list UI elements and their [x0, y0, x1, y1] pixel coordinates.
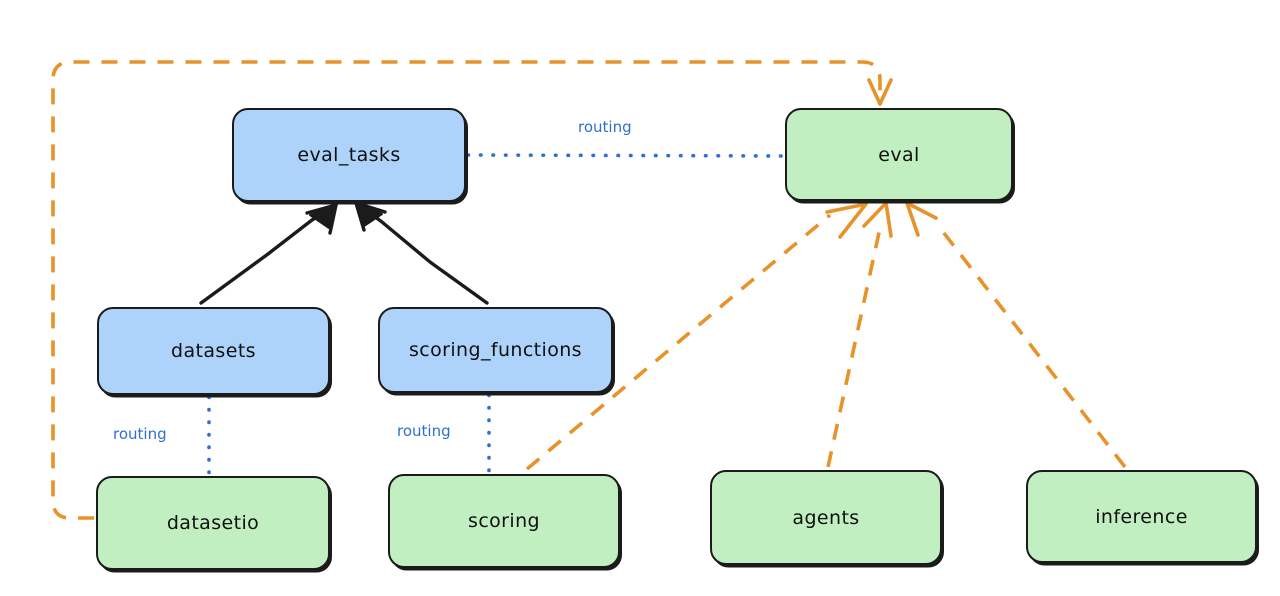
edge-scoring-to-eval	[525, 202, 868, 471]
node-inference[interactable]: inference	[1026, 470, 1257, 563]
edge-datasetio-to-eval	[51, 60, 893, 520]
node-eval[interactable]: eval	[785, 108, 1013, 201]
node-label: eval	[878, 143, 920, 166]
node-label: agents	[792, 506, 860, 529]
edge-label-routing-datasets-datasetio: routing	[113, 425, 167, 443]
node-label: datasets	[171, 340, 256, 362]
edge-inference-to-eval	[905, 201, 1127, 469]
node-scoring[interactable]: scoring	[388, 474, 620, 568]
node-label: scoring_functions	[409, 339, 582, 361]
edge-label-routing-eval-tasks-eval: routing	[578, 118, 632, 136]
edge-eval_tasks-to-eval	[466, 153, 785, 158]
node-datasets[interactable]: datasets	[97, 307, 330, 395]
node-label: scoring	[468, 510, 540, 532]
node-label: eval_tasks	[297, 144, 401, 166]
edge-scoring_functions-to-eval_tasks	[354, 201, 489, 305]
edge-label-routing-scoring-functions-scoring: routing	[397, 422, 451, 440]
node-agents[interactable]: agents	[710, 470, 942, 565]
node-eval-tasks[interactable]: eval_tasks	[232, 108, 466, 202]
node-label: inference	[1095, 505, 1188, 528]
edge-datasets-to-eval_tasks	[199, 203, 338, 305]
node-scoring-functions[interactable]: scoring_functions	[378, 307, 613, 393]
node-label: datasetio	[166, 512, 260, 534]
edge-agents-to-eval	[826, 201, 893, 468]
node-datasetio[interactable]: datasetio	[96, 476, 330, 570]
